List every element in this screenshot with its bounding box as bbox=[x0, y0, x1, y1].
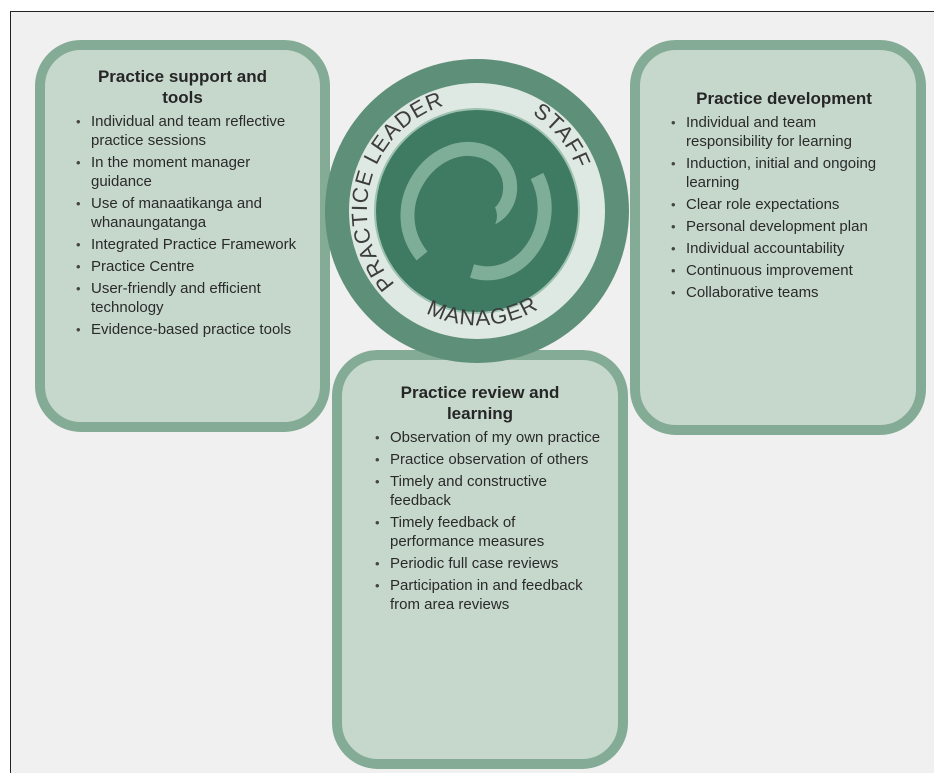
practice-development-list: Individual and team responsibility for l… bbox=[668, 113, 900, 302]
list-item: Clear role expectations bbox=[668, 195, 900, 214]
list-item: Timely feedback of performance measures bbox=[372, 513, 602, 551]
practice-development-title: Practice development bbox=[696, 89, 872, 108]
list-item: Individual and team reflective practice … bbox=[73, 112, 304, 150]
koru-centers bbox=[457, 196, 497, 236]
practice-support-title: Practice support and tools bbox=[97, 67, 268, 107]
koru-pattern bbox=[400, 142, 552, 281]
practice-review-panel: Practice review and learning Observation… bbox=[332, 350, 628, 769]
list-item: User-friendly and efficient technology bbox=[73, 279, 304, 317]
list-item: Induction, initial and ongoing learning bbox=[668, 154, 900, 192]
list-item: Individual accountability bbox=[668, 239, 900, 258]
list-item: Participation in and feedback from area … bbox=[372, 576, 602, 614]
list-item: Individual and team responsibility for l… bbox=[668, 113, 900, 151]
practice-review-title: Practice review and learning bbox=[400, 383, 560, 423]
list-item: Practice Centre bbox=[73, 257, 304, 276]
list-item: Personal development plan bbox=[668, 217, 900, 236]
practice-development-panel: Practice development Individual and team… bbox=[630, 40, 926, 435]
list-item: Collaborative teams bbox=[668, 283, 900, 302]
list-item: In the moment manager guidance bbox=[73, 153, 304, 191]
list-item: Practice observation of others bbox=[372, 450, 602, 469]
list-item: Evidence-based practice tools bbox=[73, 320, 304, 339]
list-item: Periodic full case reviews bbox=[372, 554, 602, 573]
list-item: Integrated Practice Framework bbox=[73, 235, 304, 254]
list-item: Use of manaatikanga and whanaungatanga bbox=[73, 194, 304, 232]
list-item: Timely and constructive feedback bbox=[372, 472, 602, 510]
roles-circle-graphic: PRACTICE LEADER STAFF MANAGER bbox=[325, 59, 629, 363]
practice-support-list: Individual and team reflective practice … bbox=[73, 112, 304, 339]
list-item: Observation of my own practice bbox=[372, 428, 602, 447]
roles-circle: PRACTICE LEADER STAFF MANAGER bbox=[322, 56, 632, 366]
list-item: Continuous improvement bbox=[668, 261, 900, 280]
practice-support-panel: Practice support and tools Individual an… bbox=[35, 40, 330, 432]
practice-review-list: Observation of my own practice Practice … bbox=[372, 428, 602, 614]
